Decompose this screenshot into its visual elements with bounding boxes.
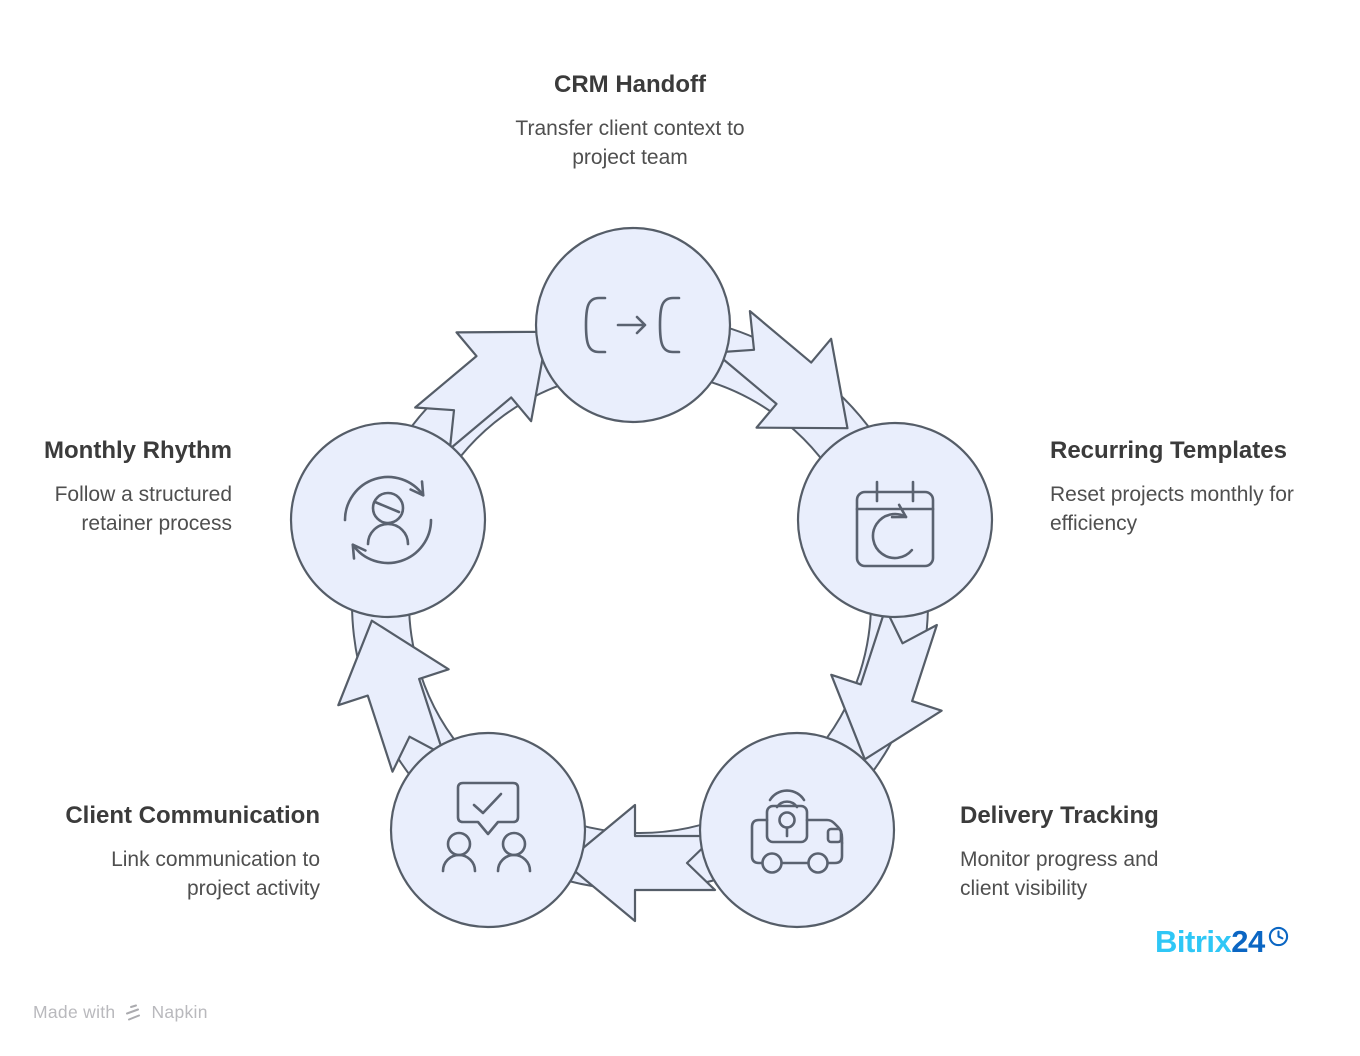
phone-right: [658, 296, 681, 354]
signal-arc-outer: [768, 789, 806, 802]
node-desc-line: Monitor progress and: [960, 848, 1159, 871]
bitrix-logo-text-dark: 24: [1231, 924, 1265, 959]
node-circle-monthly-rhythm: [289, 421, 487, 619]
node-label-monthly-rhythm: Monthly Rhythm Follow a structured retai…: [0, 437, 232, 538]
refresh-arc: [871, 512, 914, 560]
cycle-arrowhead-bottom: [351, 543, 367, 560]
person-left-shoulders: [441, 853, 477, 873]
flow-arrow-client-to-monthly: [337, 619, 450, 773]
flow-arrow-crm-to-recurring: [714, 310, 849, 430]
calendar-refresh-icon: [855, 480, 935, 568]
chat-approval-people-icon: [441, 781, 532, 873]
speech-bubble: [456, 781, 520, 836]
delivery-truck-tracking-icon: [750, 789, 844, 874]
bitrix-logo-text-light: Bitrix: [1155, 924, 1232, 959]
phone-left: [584, 296, 607, 354]
tracker-box: [765, 804, 809, 844]
node-desc-line: Follow a structured: [54, 483, 232, 506]
truck-window: [826, 827, 843, 844]
node-title: Monthly Rhythm: [44, 437, 232, 464]
node-desc-line: project activity: [186, 877, 320, 900]
truck-body-left: [750, 818, 769, 865]
flow-arrow-monthly-to-crm: [414, 330, 549, 450]
person-shoulders: [366, 522, 410, 546]
flow-arrow-recurring-to-delivery: [830, 607, 943, 761]
person-right-shoulders: [496, 853, 532, 873]
cycle-arrows: [337, 310, 943, 923]
node-circle-client-communication: [389, 731, 587, 929]
node-desc-line: project team: [572, 146, 688, 169]
node-circle-recurring-templates: [796, 421, 994, 619]
made-with-text: Made with: [33, 1002, 116, 1022]
napkin-logo-icon: [126, 1004, 141, 1020]
node-label-recurring-templates: Recurring Templates Reset projects month…: [1050, 437, 1360, 538]
phone-transfer-icon: [584, 296, 681, 354]
wheel-left: [761, 852, 783, 874]
node-circle-delivery-tracking: [698, 731, 896, 929]
node-desc-line: client visibility: [960, 877, 1088, 900]
node-label-delivery-tracking: Delivery Tracking Monitor progress and c…: [960, 802, 1270, 903]
truck-body-rear: [826, 841, 844, 865]
node-title: Client Communication: [65, 802, 320, 829]
person-head-detail: [373, 500, 401, 514]
calendar-body: [855, 490, 935, 568]
clock-icon: [1268, 926, 1288, 947]
node-desc-line: Link communication to: [111, 848, 320, 871]
cycle-arc-top: [343, 475, 425, 522]
node-title: Delivery Tracking: [960, 802, 1159, 829]
node-title: CRM Handoff: [554, 71, 706, 98]
cycle-arc-bottom: [351, 518, 433, 565]
refresh-arrowhead: [890, 503, 908, 519]
node-desc-line: efficiency: [1050, 512, 1138, 535]
transfer-arrow: [616, 315, 647, 335]
made-with-napkin-footer: Made with Napkin: [33, 1002, 208, 1023]
node-desc-line: retainer process: [81, 512, 232, 535]
node-circles: [289, 226, 994, 929]
node-label-client-communication: Client Communication Link communication …: [20, 802, 320, 903]
wheel-right: [807, 852, 829, 874]
node-desc-line: Transfer client context to: [515, 117, 745, 140]
checkmark: [472, 792, 503, 815]
node-desc-line: Reset projects monthly for: [1050, 483, 1294, 506]
cycle-arrowhead-top: [409, 480, 425, 497]
node-title: Recurring Templates: [1050, 437, 1287, 464]
flow-arrow-delivery-to-client: [563, 803, 717, 923]
node-label-crm-handoff: CRM Handoff Transfer client context to p…: [330, 71, 930, 172]
person-cycle-icon: [343, 475, 433, 565]
napkin-brand-text: Napkin: [151, 1002, 208, 1022]
